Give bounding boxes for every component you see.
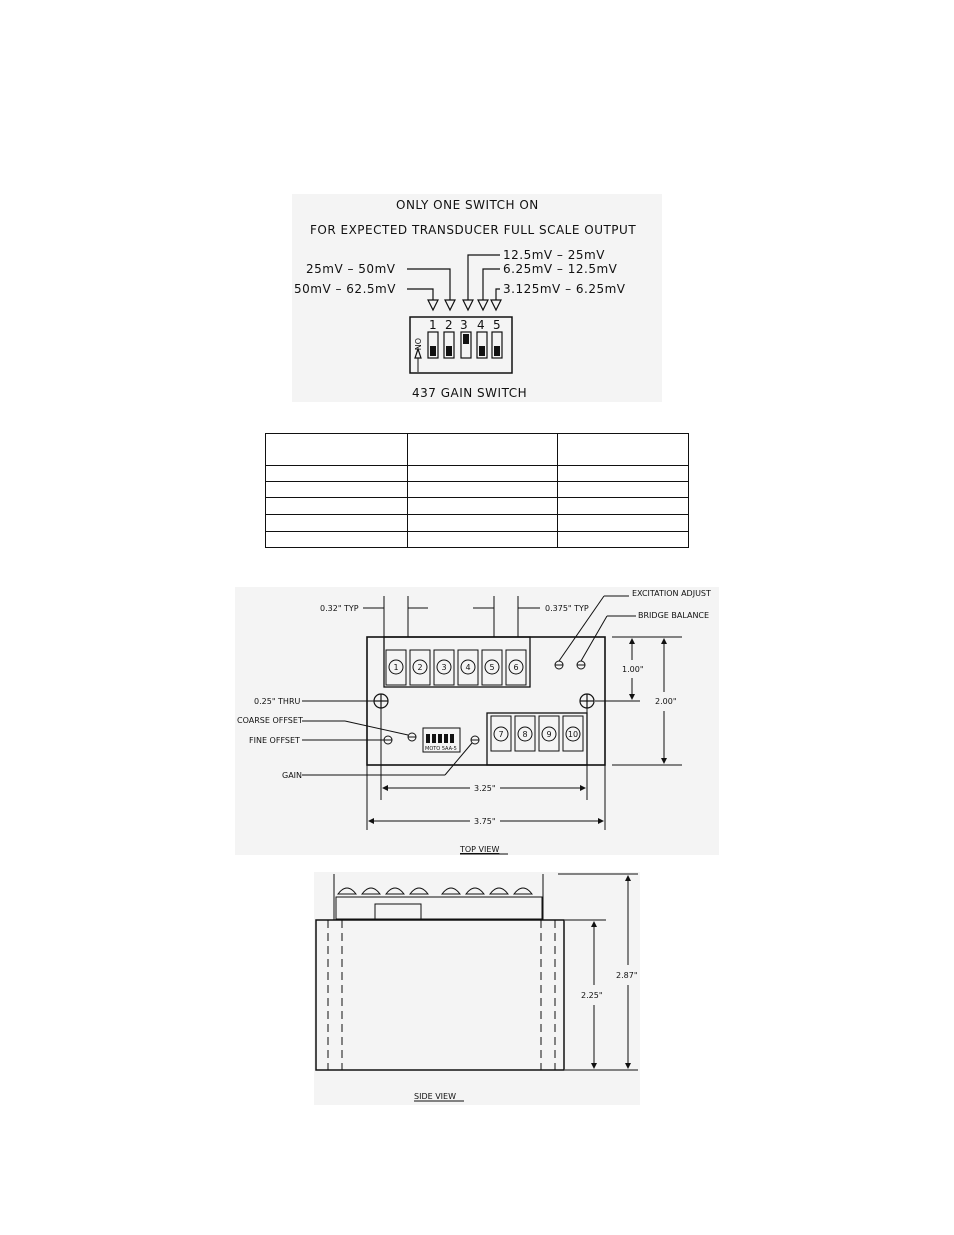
range-switch-1: 50mV – 62.5mV: [294, 282, 396, 296]
switch-number-2: 2: [445, 318, 453, 332]
switch-number-3: 3: [460, 318, 468, 332]
gain-switch-header-1: ONLY ONE SWITCH ON: [396, 198, 539, 212]
range-switch-3: 12.5mV – 25mV: [503, 248, 605, 262]
range-switch-2: 25mV – 50mV: [306, 262, 396, 276]
switch-number-4: 4: [477, 318, 485, 332]
range-switch-5: 3.125mV – 6.25mV: [503, 282, 626, 296]
range-switch-4: 6.25mV – 12.5mV: [503, 262, 618, 276]
gain-switch-caption: 437 GAIN SWITCH: [412, 386, 527, 400]
switch-number-5: 5: [493, 318, 501, 332]
blank-table: [265, 433, 689, 548]
on-label: ON: [413, 338, 422, 350]
switch-number-1: 1: [429, 318, 437, 332]
gain-switch-header-2: FOR EXPECTED TRANSDUCER FULL SCALE OUTPU…: [310, 223, 636, 237]
